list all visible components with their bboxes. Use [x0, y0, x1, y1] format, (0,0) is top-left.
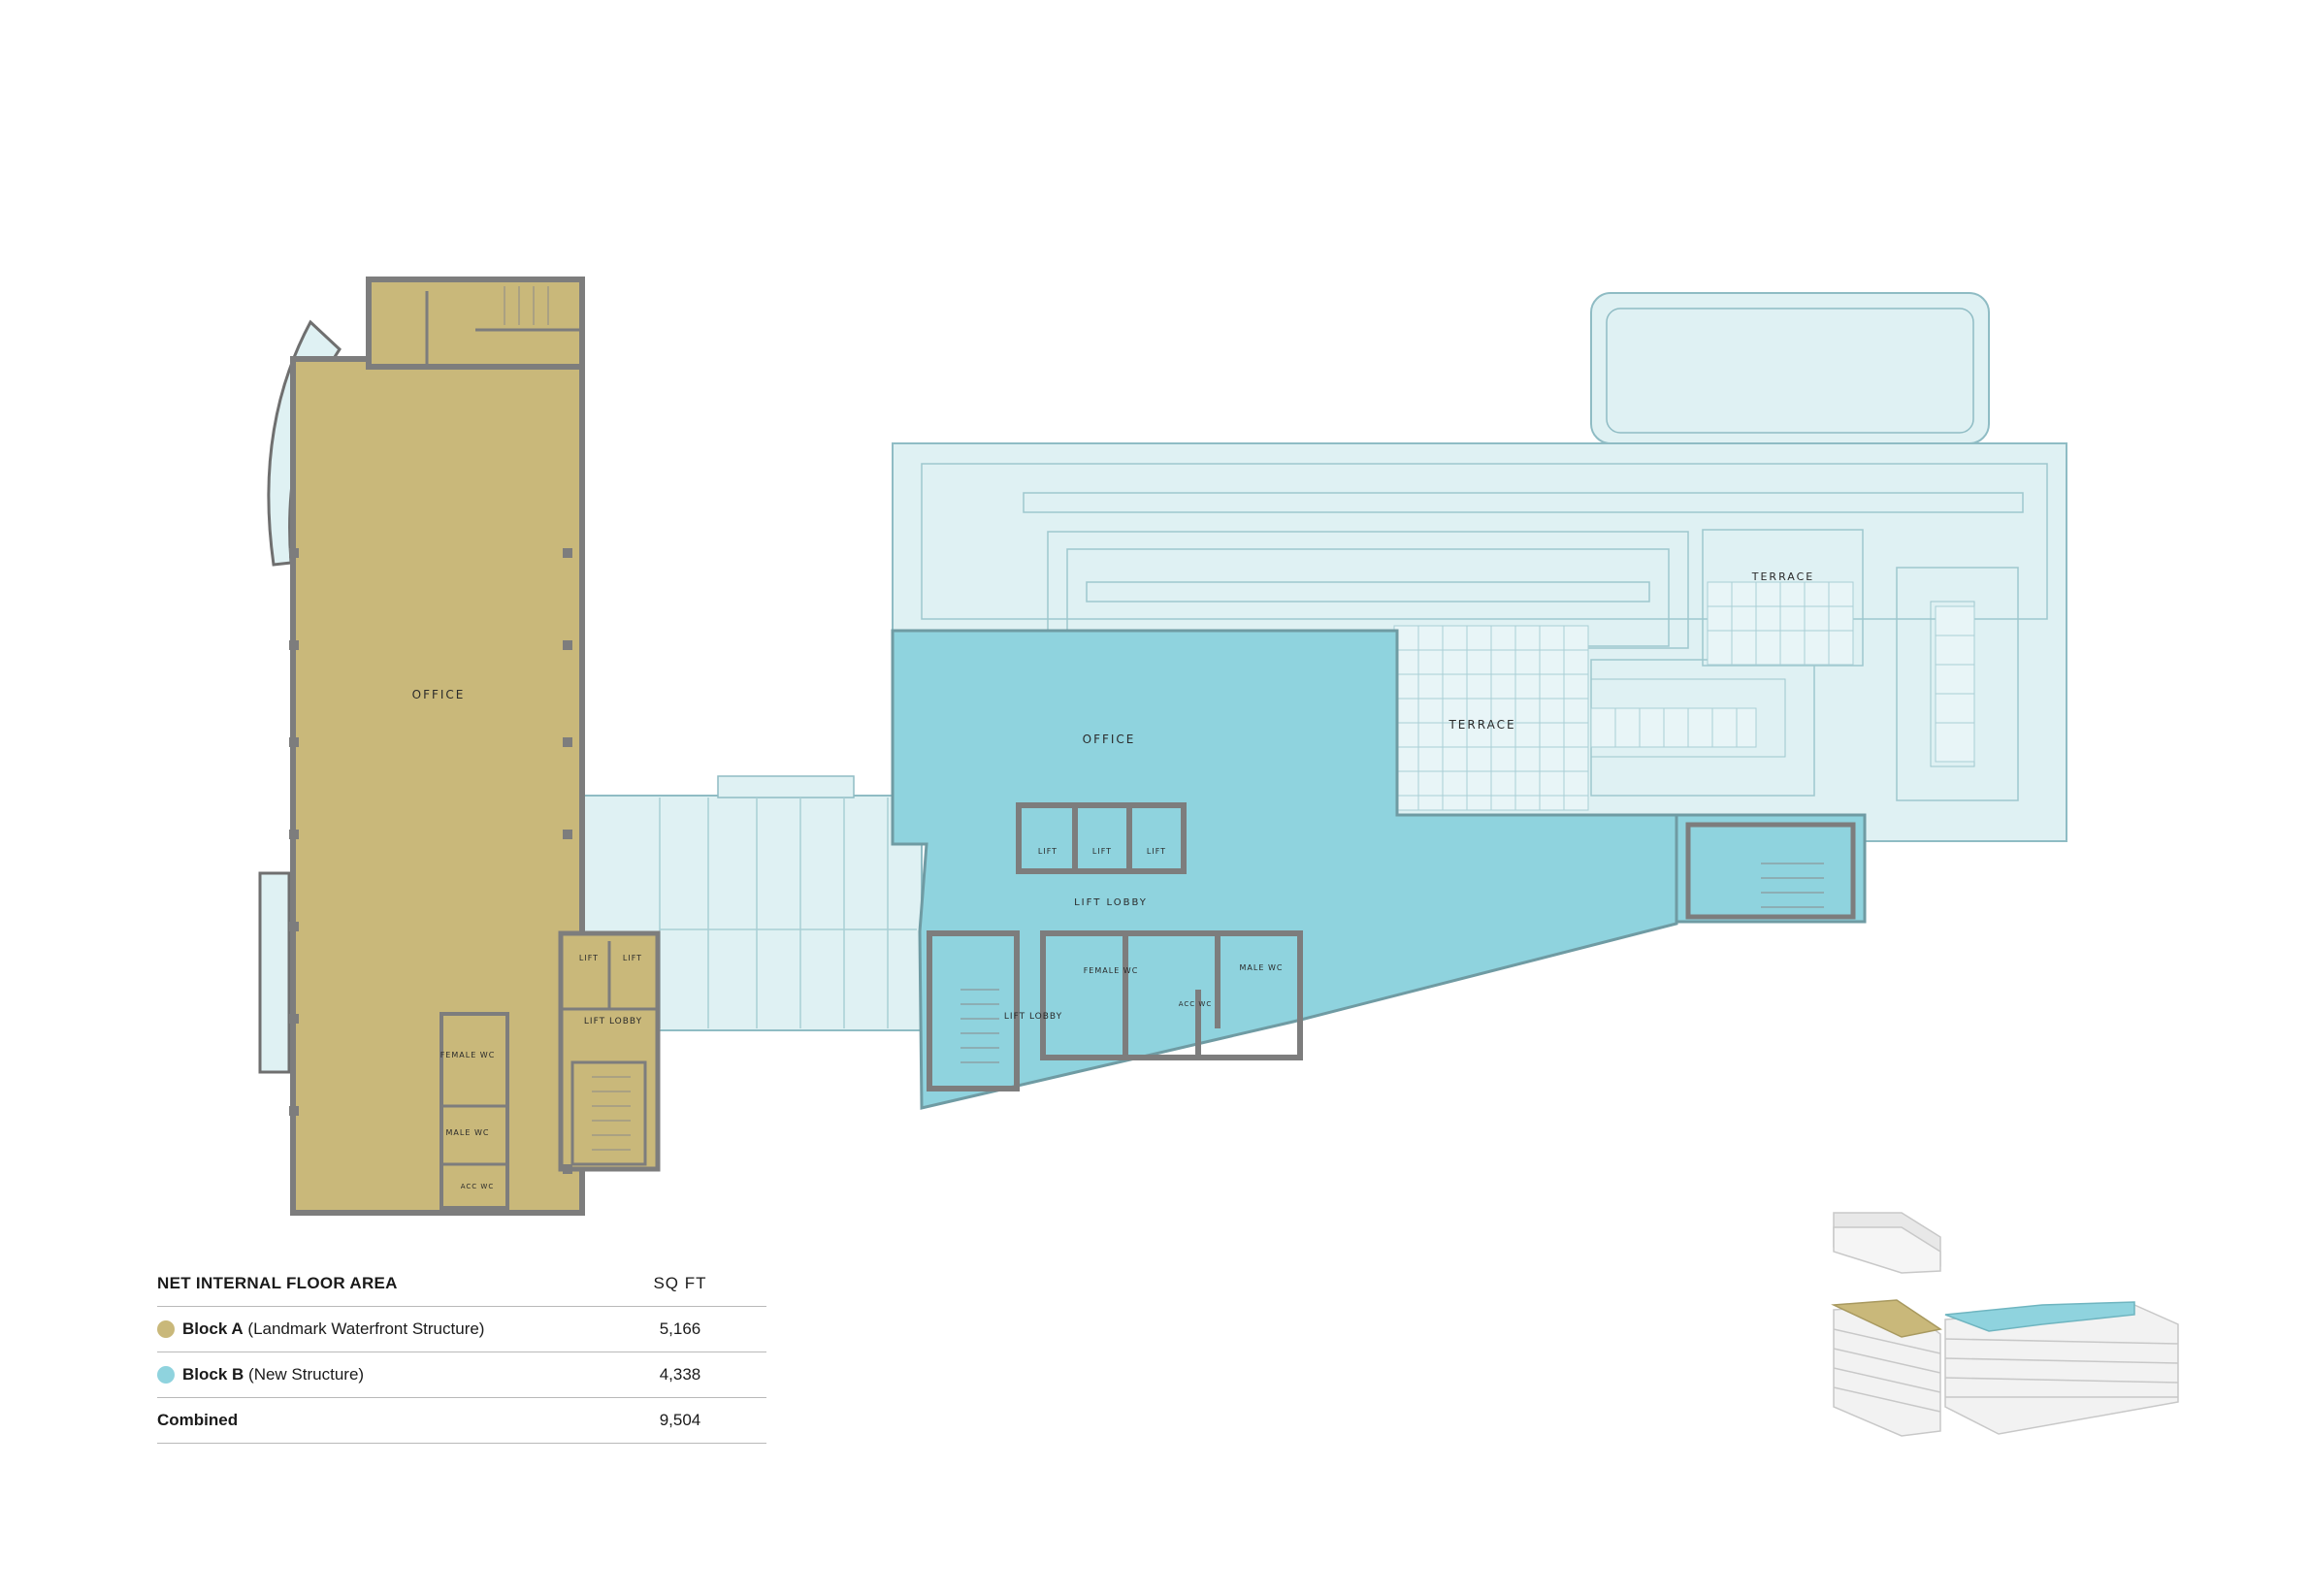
block-b-office: [891, 629, 1867, 1110]
area-table: NET INTERNAL FLOOR AREA SQ FT Block A (L…: [157, 1261, 766, 1444]
block-a-female-wc-label: FEMALE WC: [440, 1051, 496, 1059]
block-a-office-label: OFFICE: [412, 688, 466, 701]
plan-labels: OFFICE LIFT LIFT LIFT LOBBY FEMALE WC MA…: [412, 570, 1814, 1190]
block-b-core: [927, 802, 1856, 1091]
row-name: Block A: [182, 1319, 244, 1338]
block-b-lift-lobby-label: LIFT LOBBY: [1074, 897, 1148, 908]
table-row: Block A (Landmark Waterfront Structure) …: [157, 1307, 766, 1352]
block-a-color-dot: [157, 1320, 175, 1338]
row-value: 4,338: [659, 1365, 701, 1384]
block-b-stair: [960, 863, 1824, 1063]
table-unit: SQ FT: [653, 1274, 707, 1292]
table-header: NET INTERNAL FLOOR AREA SQ FT: [157, 1261, 766, 1307]
block-b-lift-1-label: LIFT: [1038, 847, 1058, 856]
row-name: Block B: [182, 1365, 244, 1384]
block-b-lift-lobby-2-label: LIFT LOBBY: [1004, 1012, 1062, 1022]
row-value: 5,166: [659, 1319, 701, 1338]
block-b-lift-3-label: LIFT: [1147, 847, 1166, 856]
row-desc: (Landmark Waterfront Structure): [247, 1319, 485, 1338]
block-b-office-label: OFFICE: [1083, 733, 1136, 746]
table-row: Block B (New Structure) 4,338: [157, 1352, 766, 1398]
block-a-lift-lobby-label: LIFT LOBBY: [584, 1017, 642, 1026]
row-value: 9,504: [659, 1411, 701, 1429]
terrace-grid: [1393, 581, 1975, 811]
block-a: [258, 277, 661, 1216]
block-b-terrace-1-label: TERRACE: [1448, 718, 1515, 732]
block-b-male-wc-label: MALE WC: [1240, 963, 1284, 972]
block-b-terrace-2-label: TERRACE: [1751, 570, 1814, 583]
block-a-stair: [504, 286, 631, 1151]
block-a-acc-wc-label: ACC WC: [461, 1183, 494, 1190]
block-a-lift-2-label: LIFT: [623, 954, 642, 962]
block-b-color-dot: [157, 1366, 175, 1384]
table-title: NET INTERNAL FLOOR AREA: [157, 1274, 398, 1292]
block-b-lift-2-label: LIFT: [1092, 847, 1112, 856]
table-row: Combined 9,504: [157, 1398, 766, 1444]
row-desc: (New Structure): [248, 1365, 365, 1384]
block-b-female-wc-label: FEMALE WC: [1084, 966, 1139, 975]
block-a-columns: [289, 548, 572, 1174]
block-a-male-wc-label: MALE WC: [446, 1128, 490, 1137]
row-name: Combined: [157, 1411, 239, 1429]
block-b-acc-wc-label: ACC WC: [1179, 1000, 1212, 1008]
block-a-lift-1-label: LIFT: [579, 954, 599, 962]
isometric-key: [1831, 1212, 2179, 1437]
